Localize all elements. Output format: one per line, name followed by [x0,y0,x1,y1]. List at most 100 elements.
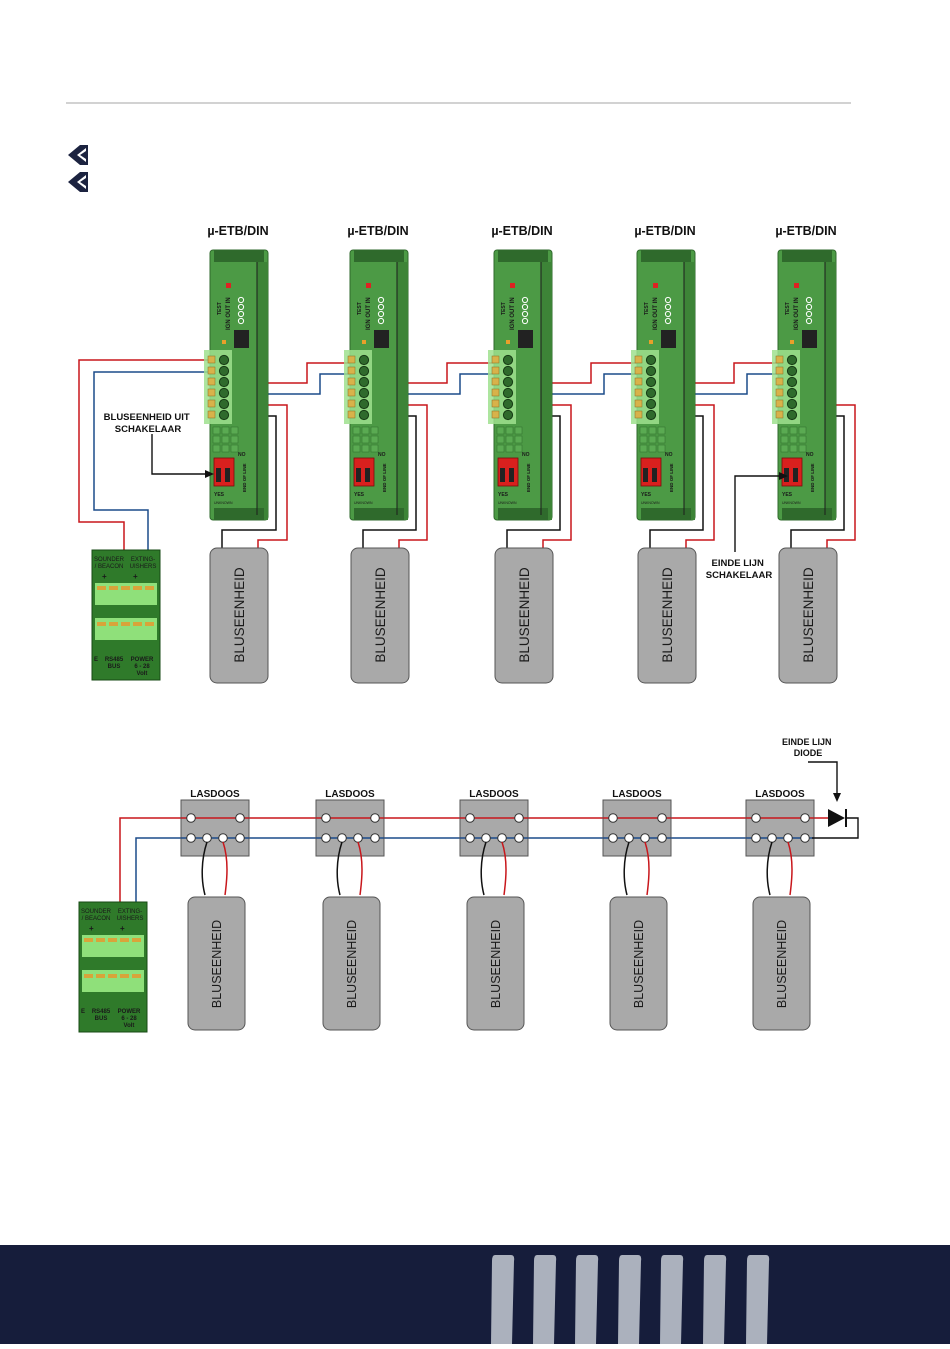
footer-bar [660,1255,684,1344]
module-print-yes: YES [641,492,652,498]
top-wiring [78,359,856,555]
module-title: µ-ETB/DIN [491,224,552,238]
lasdoos-label: LASDOOS [469,789,519,800]
extinguisher-unit: BLUSEENHEID [466,896,525,1031]
module-print-no: NO [665,452,673,458]
footer-bars [491,1255,770,1344]
module-print-eol: END OF LINE [669,463,674,492]
module-print-unknown: UNKNOWN [214,501,233,505]
module-print-test: TEST [217,302,223,315]
module-print-no: NO [806,452,814,458]
lasdoos-label: LASDOOS [190,789,240,800]
junction-box-lasdoos: LASDOOS [602,789,672,896]
svg-text:+: + [102,572,107,581]
module-title: µ-ETB/DIN [207,224,268,238]
module-print-no: NO [238,452,246,458]
module-print-eol: END OF LINE [526,463,531,492]
footer-bar [618,1255,642,1344]
panel-e-label: E [94,657,98,663]
svg-text:EINDE LIJN DIODE: EINDE LIJN DIODE [782,737,834,758]
extinguisher-unit: BLUSEENHEID [494,547,554,684]
module-print-eol: END OF LINE [382,463,387,492]
extinguisher-unit: BLUSEENHEID [209,547,269,684]
end-switch-callout: EINDE LIJN SCHAKELAAR [706,472,788,581]
module-print-unknown: UNKNOWN [641,501,660,505]
module-print-unknown: UNKNOWN [498,501,517,505]
extinguisher-unit: BLUSEENHEID [609,896,668,1031]
unit-label: BLUSEENHEID [345,920,359,1008]
footer-bar [533,1255,557,1344]
extinguisher-unit: BLUSEENHEID [350,547,410,684]
module-print-yes: YES [354,492,365,498]
unit-label: BLUSEENHEID [232,567,247,663]
module-print-unknown: UNKNOWN [354,501,373,505]
junction-box-row: LASDOOS LASDOOS LASDOOS LASDOOS LASDOOS [180,789,815,896]
extinguisher-unit: BLUSEENHEID [187,896,246,1031]
unit-label: BLUSEENHEID [210,920,224,1008]
end-of-line-diode: EINDE LIJN DIODE [782,737,859,839]
extinguisher-unit: BLUSEENHEID [322,896,381,1031]
svg-text:+: + [133,572,138,581]
footer-bar [491,1255,515,1344]
unit-label: BLUSEENHEID [801,567,816,663]
module-print-ign: IGN OUT IN [366,297,372,330]
unit-label: BLUSEENHEID [775,920,789,1008]
module-print-yes: YES [498,492,509,498]
module-print-test: TEST [357,302,363,315]
module-print-no: NO [522,452,530,458]
footer-bar [575,1255,599,1344]
svg-text:EINDE LIJN SCHAKELAAR: EINDE LIJN SCHAKELAAR [706,558,773,581]
module-print-ign: IGN OUT IN [653,297,659,330]
footer-decoration [491,1255,770,1344]
extinguisher-unit-row-top: BLUSEENHEID BLUSEENHEID BLUSEENHEID BLUSEEN… [209,547,838,684]
panel-sounder-label: SOUNDER/ BEACON [94,557,125,570]
bottom-wiring [119,817,828,905]
lasdoos-label: LASDOOS [755,789,805,800]
module-print-ign: IGN OUT IN [510,297,516,330]
junction-box-lasdoos: LASDOOS [459,789,529,896]
extinguisher-unit: BLUSEENHEID [752,896,811,1031]
module-print-test: TEST [501,302,507,315]
svg-text:BLUSEENHEID UIT SCHAKELA: BLUSEENHEID UIT SCHAKELAAR [104,412,193,435]
module-print-test: TEST [785,302,791,315]
svg-text:+: + [120,924,125,933]
junction-box-lasdoos: LASDOOS [180,789,250,896]
footer-bar [746,1255,770,1344]
lasdoos-label: LASDOOS [612,789,662,800]
module-title: µ-ETB/DIN [634,224,695,238]
panel-e-label: E [81,1009,85,1015]
extinguisher-unit: BLUSEENHEID [637,547,697,684]
unit-label: BLUSEENHEID [489,920,503,1008]
svg-text:+: + [89,924,94,933]
module-title: µ-ETB/DIN [775,224,836,238]
panel-exting-label: EXTING-UISHERS [130,557,157,570]
extinguisher-unit: BLUSEENHEID [778,547,838,684]
panel-sounder-label: SOUNDER/ BEACON [81,909,112,922]
unit-label: BLUSEENHEID [517,567,532,663]
module-print-no: NO [378,452,386,458]
junction-box-lasdoos: LASDOOS [315,789,385,896]
module-print-ign: IGN OUT IN [794,297,800,330]
extinguisher-unit-row-bottom: BLUSEENHEID BLUSEENHEID BLUSEENHEID BLUSEEN… [187,896,811,1031]
module-print-unknown: UNKNOWN [782,501,801,505]
module-print-ign: IGN OUT IN [226,297,232,330]
panel-exting-label: EXTING-UISHERS [117,909,144,922]
module-print-yes: YES [782,492,793,498]
module-print-yes: YES [214,492,225,498]
module-title: µ-ETB/DIN [347,224,408,238]
module-print-test: TEST [644,302,650,315]
junction-box-lasdoos: LASDOOS [745,789,815,896]
